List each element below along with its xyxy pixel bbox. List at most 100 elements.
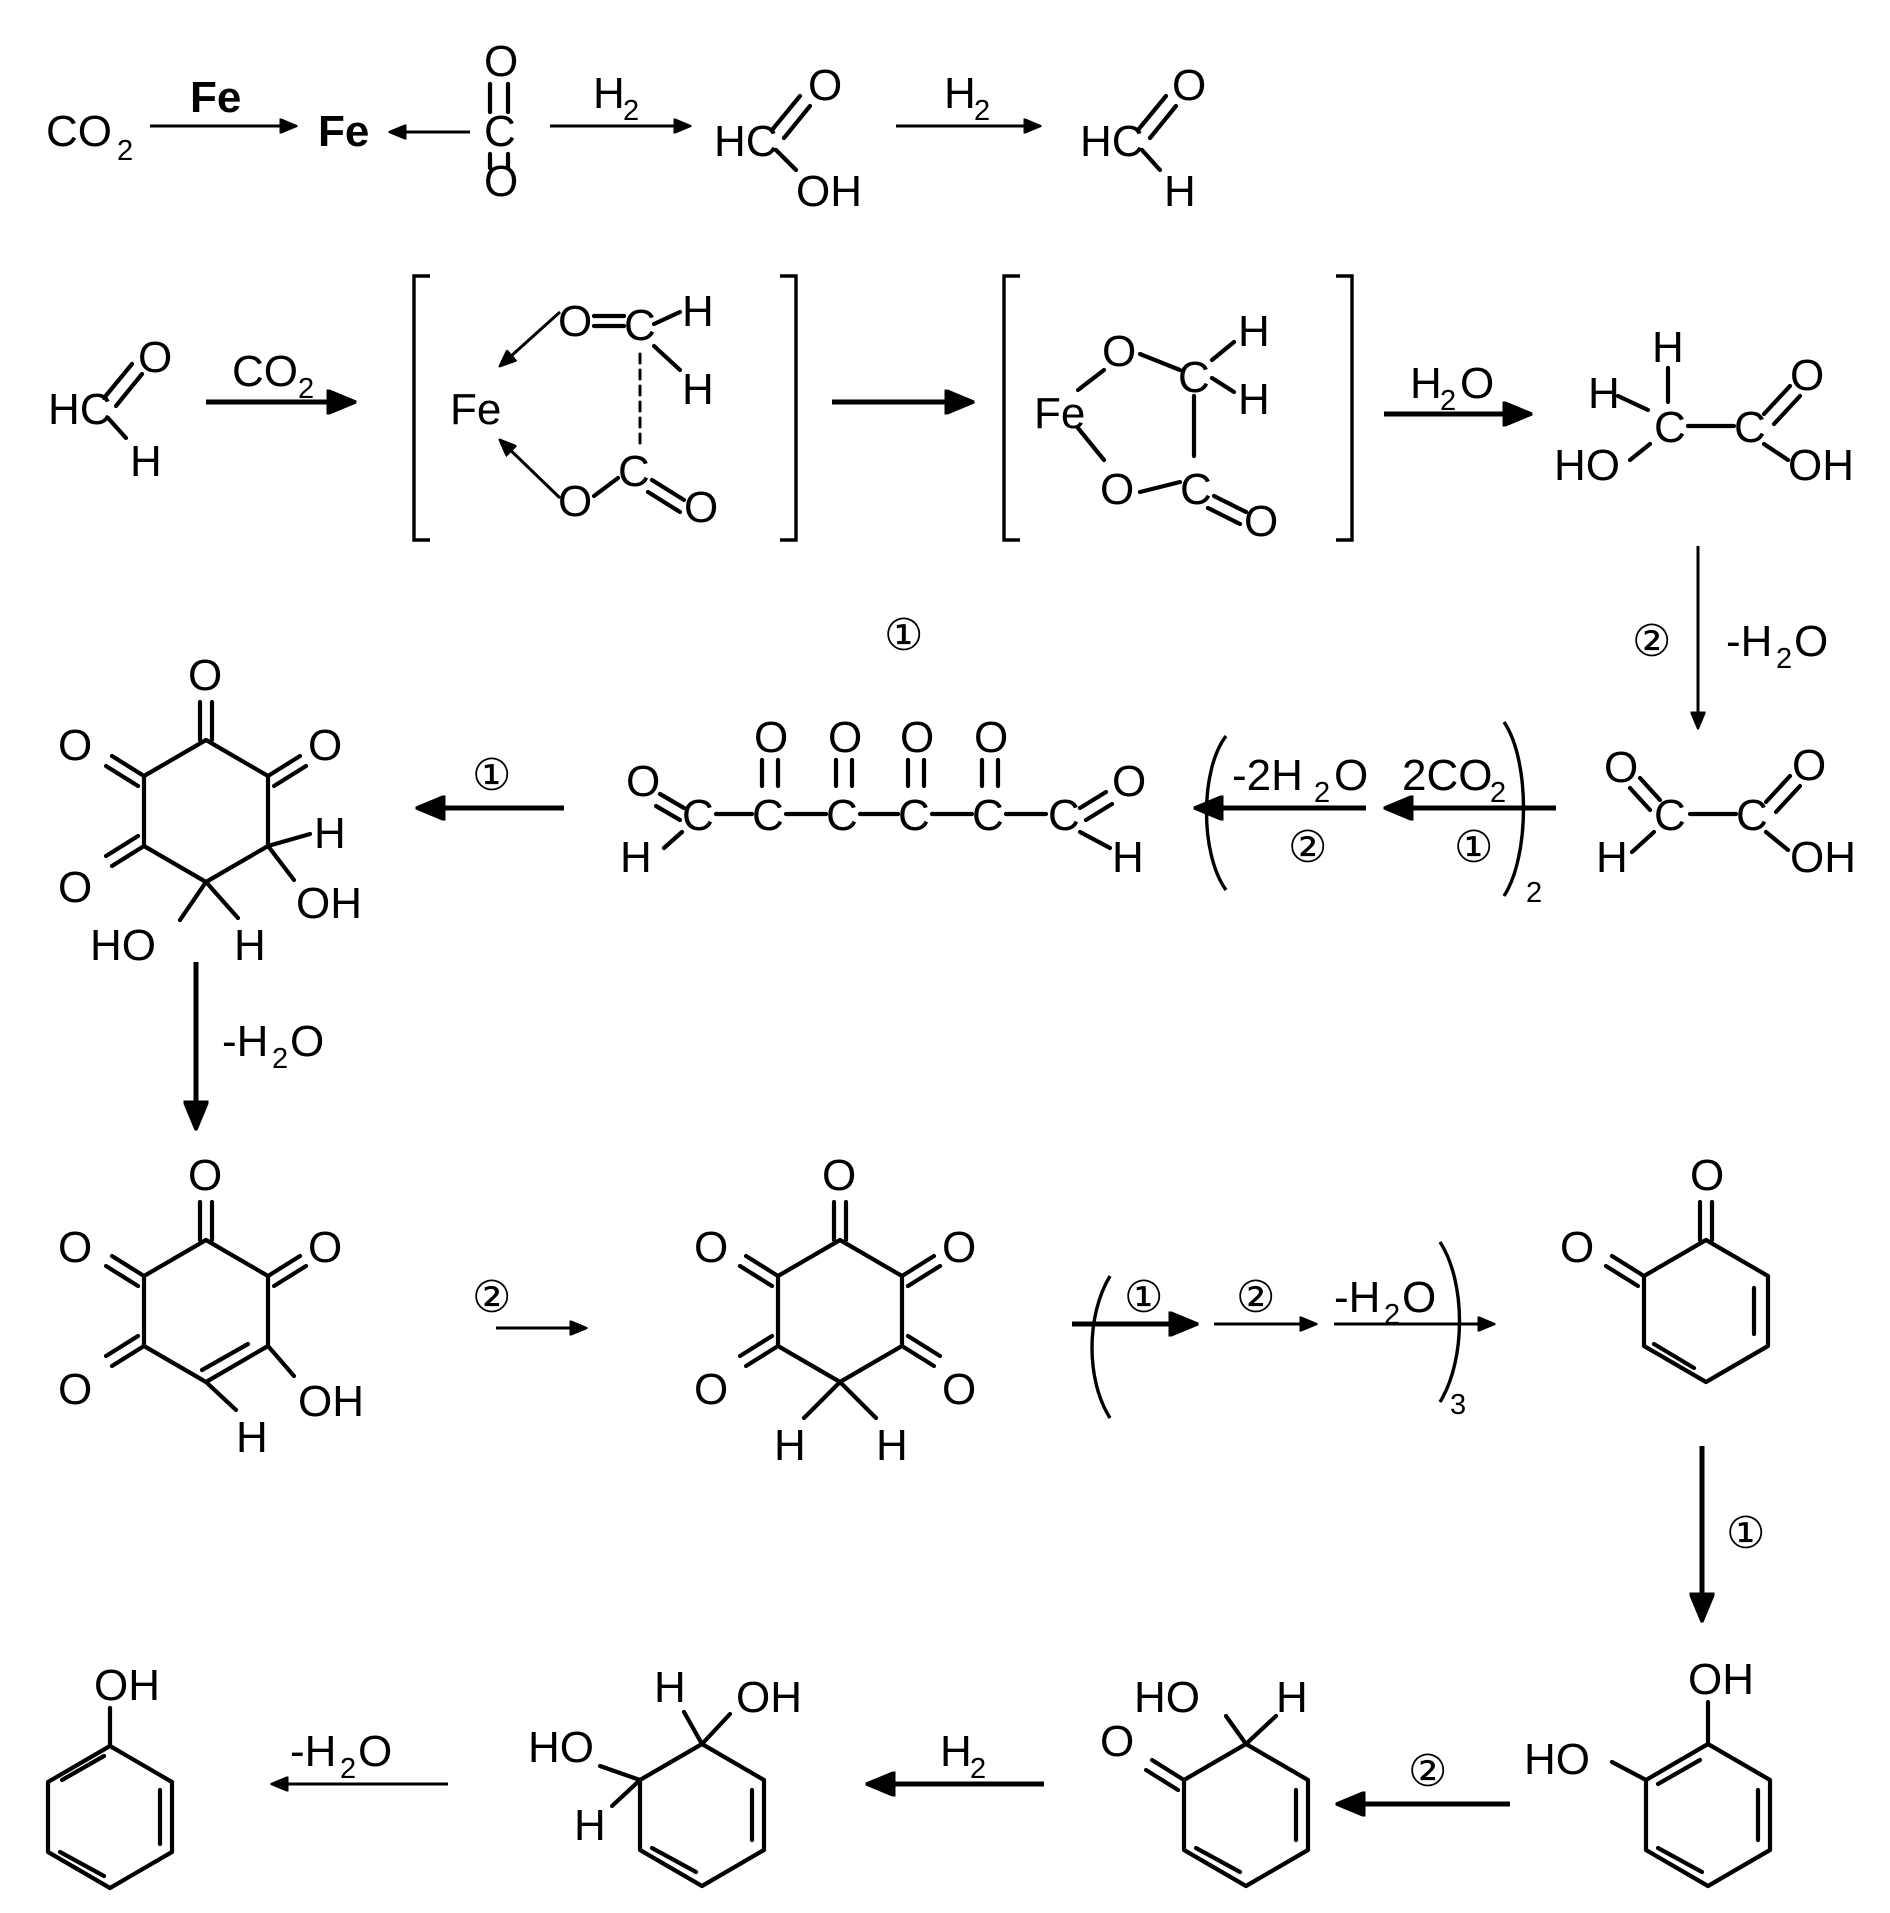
tetra-o-left: O bbox=[694, 1223, 728, 1272]
ketol-o: O bbox=[1100, 1717, 1134, 1766]
co2-label: CO bbox=[46, 107, 112, 156]
hexa-o-2: O bbox=[754, 713, 788, 762]
hexa-c-2: C bbox=[752, 791, 784, 840]
formald-hc: HC bbox=[1080, 117, 1144, 166]
int1-h1: H bbox=[682, 287, 714, 336]
formic-oh: OH bbox=[796, 167, 862, 216]
gly-o: O bbox=[1790, 351, 1824, 400]
repeat-minus-h2o-sub: 2 bbox=[1384, 1299, 1400, 1331]
int1-bracket-right bbox=[780, 274, 798, 542]
final-minus-h2o-sub: 2 bbox=[340, 1753, 356, 1785]
ring-oh1: OH bbox=[296, 879, 362, 928]
hexa-h-right: H bbox=[1112, 833, 1144, 882]
hydroxy-ketone: HO H O bbox=[1100, 1673, 1311, 1889]
int1-h2: H bbox=[682, 365, 714, 414]
catechol: OH HO bbox=[1524, 1655, 1773, 1889]
int1-c-bot: C bbox=[618, 447, 650, 496]
int2-bracket-right bbox=[1336, 274, 1354, 542]
enol-o-bottom: O bbox=[58, 1365, 92, 1414]
gly-ho: HO bbox=[1554, 441, 1620, 490]
box-co2-sub: 2 bbox=[298, 373, 314, 405]
box-contents: HC O H CO 2 Fe O C H H O C O Fe bbox=[48, 274, 1854, 546]
hexa-o-6: O bbox=[1112, 757, 1146, 806]
enol-ring: O O O O OH H bbox=[58, 1151, 364, 1462]
int2-o-end: O bbox=[1244, 497, 1278, 546]
enol-o-right: O bbox=[308, 1223, 342, 1272]
tetra-o-bottom-right: O bbox=[942, 1365, 976, 1414]
hexa-o-3: O bbox=[828, 713, 862, 762]
paren-2co2-sub: 2 bbox=[1490, 777, 1506, 809]
h2-a-label: H bbox=[593, 69, 625, 118]
dihydroxy-ring: O O O O H OH HO H bbox=[58, 651, 362, 970]
box-co2-label: CO bbox=[232, 347, 298, 396]
int1-o-end: O bbox=[684, 483, 718, 532]
oxidize-marker: ② bbox=[1408, 1746, 1447, 1797]
glyox-c1: C bbox=[1654, 791, 1686, 840]
co2-o-top: O bbox=[484, 37, 518, 86]
quinone-o-left: O bbox=[1560, 1223, 1594, 1272]
gly-oh: OH bbox=[1788, 441, 1854, 490]
formic-o: O bbox=[808, 61, 842, 110]
ring-h1: H bbox=[314, 809, 346, 858]
hexa-o-1: O bbox=[626, 757, 660, 806]
tetraketone-ring: O O O O O H H bbox=[694, 1151, 976, 1470]
dimerization-step: -2H 2 O 2CO 2 ② ① 2 bbox=[1196, 721, 1556, 909]
tautomerize-marker: ② bbox=[472, 1272, 511, 1323]
co2-c: C bbox=[484, 107, 516, 156]
ketol-h: H bbox=[1276, 1673, 1308, 1722]
ring-ho: HO bbox=[90, 921, 156, 970]
phenol-oh: OH bbox=[94, 1661, 160, 1710]
cyclize-marker: ① bbox=[472, 750, 511, 801]
h2-b-label: H bbox=[944, 69, 976, 118]
int1-o-top: O bbox=[558, 297, 592, 346]
phenol: OH bbox=[45, 1661, 175, 1891]
h2o-label: H bbox=[1410, 359, 1442, 408]
ring-minus-h2o: -H bbox=[222, 1017, 268, 1066]
hexaketone-chain: O C H C O C O C O C O C O H bbox=[620, 713, 1146, 882]
int1-fe: Fe bbox=[450, 385, 501, 434]
paren-times-2: 2 bbox=[1526, 877, 1542, 909]
gly-c1: C bbox=[1654, 403, 1686, 452]
repeat-marker-1: ① bbox=[1124, 1272, 1163, 1323]
hexa-c-1: C bbox=[682, 791, 714, 840]
repeat-times-3: 3 bbox=[1450, 1389, 1466, 1421]
gly-c2: C bbox=[1734, 403, 1766, 452]
hydrogenate-h2-sub: 2 bbox=[970, 1753, 986, 1785]
int1-c-top: C bbox=[624, 301, 656, 350]
catechol-ho: HO bbox=[1524, 1735, 1590, 1784]
paren-minus-2h2o-o: O bbox=[1334, 751, 1368, 800]
int2-c2: C bbox=[1180, 465, 1212, 514]
int2-o-top: O bbox=[1102, 327, 1136, 376]
co2-o-bottom: O bbox=[484, 157, 518, 206]
tetra-h2: H bbox=[876, 1421, 908, 1470]
int2-bracket-left bbox=[1002, 274, 1020, 542]
diol-h2: H bbox=[574, 1801, 606, 1850]
h2o-sub: 2 bbox=[1440, 385, 1456, 417]
enol-o-left: O bbox=[58, 1223, 92, 1272]
enol-h: H bbox=[236, 1413, 268, 1462]
diol-ho: HO bbox=[528, 1723, 594, 1772]
tetra-o-top: O bbox=[822, 1151, 856, 1200]
ring-minus-h2o-o: O bbox=[290, 1017, 324, 1066]
glyox-o: O bbox=[1604, 743, 1638, 792]
glyox-oh: OH bbox=[1790, 833, 1856, 882]
down-minus-h2o-o: O bbox=[1794, 617, 1828, 666]
repeat-3-step: ① ② -H 2 O 3 bbox=[1072, 1241, 1494, 1421]
hexa-c-6: C bbox=[1048, 791, 1080, 840]
box-formald-hc: HC bbox=[48, 385, 112, 434]
repeat-marker-2: ② bbox=[1236, 1272, 1275, 1323]
fe-reagent-label: Fe bbox=[190, 73, 241, 122]
tetra-h1: H bbox=[774, 1421, 806, 1470]
box-formald-h: H bbox=[130, 437, 162, 486]
fe-atom-label: Fe bbox=[318, 107, 369, 156]
hexa-h-left: H bbox=[620, 833, 652, 882]
formic-hc: HC bbox=[714, 117, 778, 166]
h2-a-sub: 2 bbox=[623, 95, 639, 127]
gly-h-left: H bbox=[1588, 369, 1620, 418]
paren-minus-2h2o: -2H bbox=[1232, 751, 1303, 800]
co2-subscript: 2 bbox=[117, 135, 133, 167]
quinone-o-top: O bbox=[1690, 1151, 1724, 1200]
down-minus-h2o: -H bbox=[1726, 617, 1772, 666]
ring-minus-h2o-sub: 2 bbox=[272, 1043, 288, 1075]
